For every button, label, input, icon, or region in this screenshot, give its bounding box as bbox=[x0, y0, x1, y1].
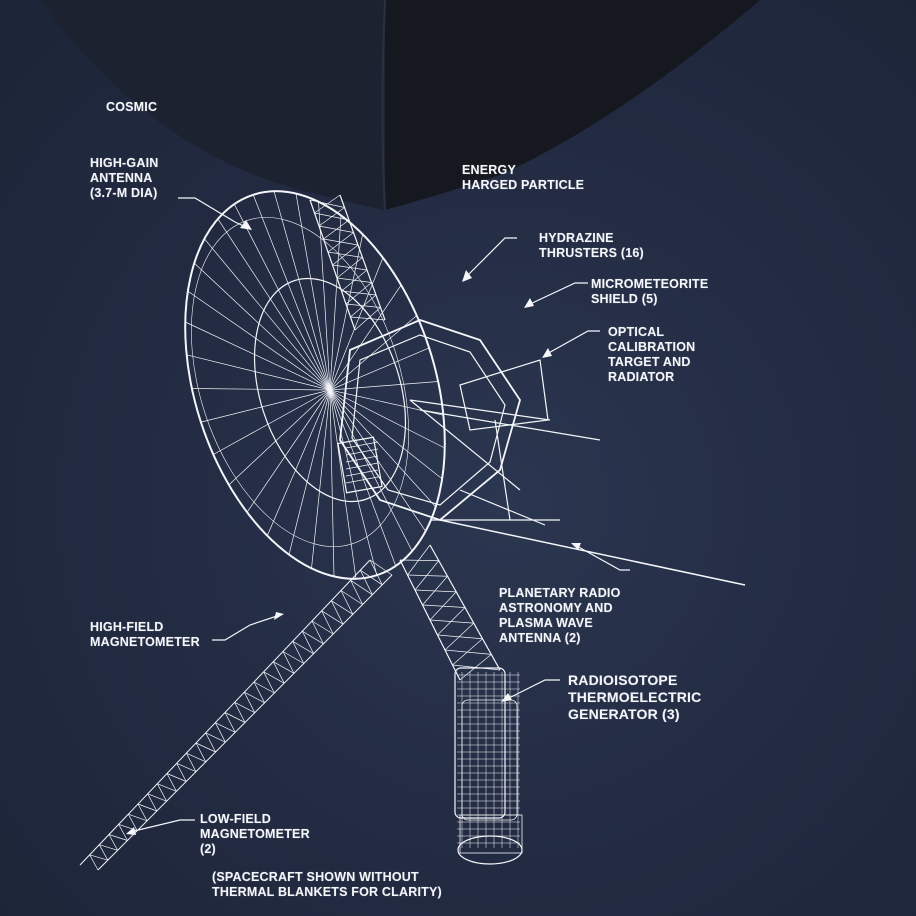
dark-overlay-shape bbox=[40, 0, 760, 211]
label-optical-calibration: OPTICAL CALIBRATION TARGET AND RADIATOR bbox=[608, 325, 696, 384]
label-micrometeorite-shield: MICROMETEORITE SHIELD (5) bbox=[591, 277, 709, 306]
label-high-field-magnetometer: HIGH-FIELD MAGNETOMETER bbox=[90, 620, 200, 649]
leader-lines bbox=[129, 197, 630, 833]
label-rtg: RADIOISOTOPE THERMOELECTRIC GENERATOR (3… bbox=[568, 672, 702, 722]
label-cosmic: COSMIC bbox=[106, 100, 158, 114]
planetary-radio-antenna bbox=[439, 519, 746, 586]
label-planetary-radio: PLANETARY RADIO ASTRONOMY AND PLASMA WAV… bbox=[499, 586, 621, 645]
instrument-truss bbox=[409, 359, 601, 526]
label-low-energy: ENERGY HARGED PARTICLE bbox=[462, 163, 585, 192]
rtg-boom bbox=[399, 544, 501, 681]
upper-mast bbox=[309, 194, 386, 331]
magnetometer-boom bbox=[79, 559, 393, 871]
label-high-gain-antenna: HIGH-GAIN ANTENNA (3.7-m DIA) bbox=[90, 156, 159, 200]
arrowheads bbox=[126, 220, 581, 835]
caption-thermal-blankets: (SPACECRAFT SHOWN WITHOUT THERMAL BLANKE… bbox=[212, 870, 442, 899]
rtg-generators bbox=[454, 667, 523, 865]
label-low-field-magnetometer: LOW-FIELD MAGNETOMETER (2) bbox=[200, 812, 310, 856]
high-gain-antenna-dish bbox=[184, 190, 446, 580]
label-hydrazine-thrusters: HYDRAZINE THRUSTERS (16) bbox=[539, 231, 644, 260]
spacecraft-bus bbox=[337, 319, 521, 522]
